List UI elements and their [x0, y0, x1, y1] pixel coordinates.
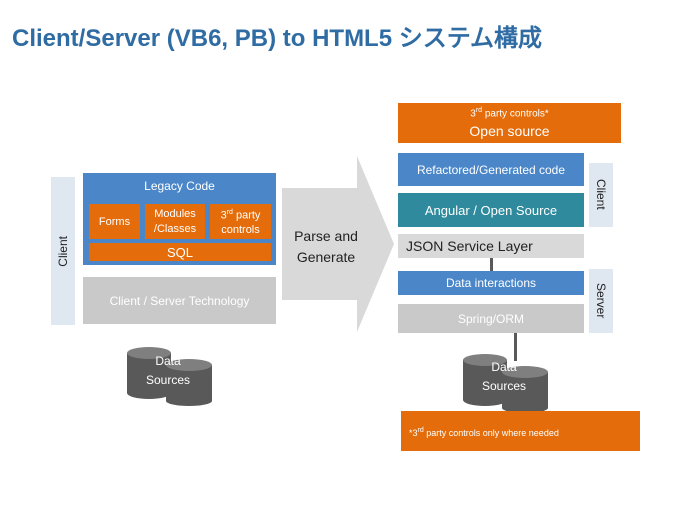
legacy-code-label: Legacy Code	[144, 179, 215, 193]
third-party-controls-top-label: 3rd party controls*	[470, 107, 549, 120]
spring-orm-box: Spring/ORM	[398, 304, 584, 333]
forms-label: Forms	[98, 215, 131, 228]
page-title: Client/Server (VB6, PB) to HTML5 システム構成	[12, 25, 543, 52]
parse-generate-label: Parse and Generate	[294, 228, 358, 265]
right-data-sources-icon	[463, 354, 548, 413]
server-label-box: Server	[589, 269, 613, 333]
connector-line	[490, 258, 493, 272]
data-interactions-box: Data interactions	[398, 271, 584, 295]
forms-box: Forms	[89, 204, 140, 239]
refactored-code-box: Refactored/Generated code	[398, 153, 584, 186]
connector-line	[514, 333, 517, 361]
footnote-box: *3rd party controls only where needed	[401, 411, 640, 451]
spring-orm-label: Spring/ORM	[457, 311, 525, 326]
modules-box: Modules /Classes	[145, 204, 205, 239]
left-data-sources-label: Data Sources	[145, 354, 191, 387]
client-label-box: Client	[589, 163, 613, 227]
angular-box: Angular / Open Source	[398, 193, 584, 227]
right-data-sources-label: Data Sources	[481, 360, 527, 393]
sql-box: SQL	[89, 243, 271, 261]
third-party-controls-label: 3rd party controls	[220, 208, 261, 237]
server-right-label: Server	[594, 283, 608, 319]
client-server-tech-label: Client / Server Technology	[109, 293, 250, 308]
client-side-label-box: Client	[51, 177, 75, 325]
sql-label: SQL	[166, 244, 193, 260]
parse-generate-arrow	[282, 156, 394, 332]
refactored-code-label: Refactored/Generated code	[416, 162, 566, 177]
angular-label: Angular / Open Source	[424, 202, 558, 218]
client-right-label: Client	[594, 179, 608, 210]
third-party-controls-box: 3rd party controls	[210, 204, 271, 239]
client-side-label: Client	[56, 235, 70, 267]
json-service-layer-label: JSON Service Layer	[406, 238, 533, 254]
json-service-layer-box: JSON Service Layer	[398, 234, 584, 258]
open-source-box: 3rd party controls* Open source	[398, 103, 621, 143]
data-interactions-label: Data interactions	[445, 276, 537, 290]
client-server-tech-box: Client / Server Technology	[83, 277, 276, 324]
left-data-sources-icon	[127, 347, 212, 406]
footnote-label: *3rd party controls only where needed	[409, 427, 559, 438]
open-source-label: Open source	[469, 123, 550, 139]
